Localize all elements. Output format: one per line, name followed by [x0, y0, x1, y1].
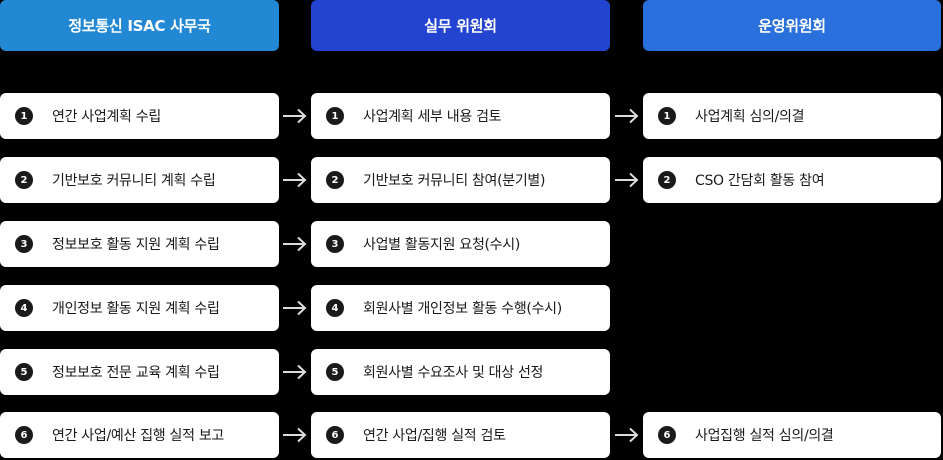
steering-step-6: 6 사업집행 실적 심의/의결 [643, 412, 941, 458]
step-label: 기반보호 커뮤니티 참여(분기별) [363, 173, 546, 189]
isac-step-6: 6 연간 사업/예산 집행 실적 보고 [0, 412, 279, 458]
step-label: 사업별 활동지원 요청(수시) [363, 237, 521, 253]
header-isac-office: 정보통신 ISAC 사무국 [0, 0, 279, 51]
step-label: 사업계획 세부 내용 검토 [363, 109, 502, 125]
working-step-2: 2 기반보호 커뮤니티 참여(분기별) [311, 157, 610, 203]
step-number-badge: 3 [15, 235, 33, 253]
step-number-badge: 1 [658, 107, 676, 125]
arrow-right-icon [283, 236, 307, 252]
working-step-1: 1 사업계획 세부 내용 검토 [311, 93, 610, 139]
header-steering-committee-title: 운영위원회 [758, 17, 826, 35]
working-step-3: 3 사업별 활동지원 요청(수시) [311, 221, 610, 267]
arrow-right-icon [615, 108, 639, 124]
working-step-5: 5 회원사별 수요조사 및 대상 선정 [311, 349, 610, 395]
arrow-right-icon [283, 427, 307, 443]
step-number-badge: 6 [326, 426, 344, 444]
step-label: 개인정보 활동 지원 계획 수립 [52, 301, 220, 317]
arrow-right-icon [283, 364, 307, 380]
step-label: 사업계획 심의/의결 [695, 109, 805, 125]
step-number-badge: 1 [326, 107, 344, 125]
header-isac-office-title: 정보통신 ISAC 사무국 [68, 17, 211, 35]
steering-step-2: 2 CSO 간담회 활동 참여 [643, 157, 941, 203]
working-step-6: 6 연간 사업/집행 실적 검토 [311, 412, 610, 458]
step-label: 사업집행 실적 심의/의결 [695, 428, 834, 444]
step-label: 연간 사업계획 수립 [52, 109, 161, 125]
isac-step-1: 1 연간 사업계획 수립 [0, 93, 279, 139]
header-working-committee: 실무 위원회 [311, 0, 610, 51]
step-number-badge: 2 [15, 171, 33, 189]
step-label: 회원사별 수요조사 및 대상 선정 [363, 365, 544, 381]
arrow-right-icon [615, 427, 639, 443]
step-number-badge: 5 [326, 363, 344, 381]
step-label: 연간 사업/예산 집행 실적 보고 [52, 428, 224, 444]
step-label: CSO 간담회 활동 참여 [695, 173, 825, 189]
arrow-right-icon [283, 172, 307, 188]
arrow-right-icon [283, 108, 307, 124]
arrow-right-icon [615, 172, 639, 188]
isac-step-5: 5 정보보호 전문 교육 계획 수립 [0, 349, 279, 395]
working-step-4: 4 회원사별 개인정보 활동 수행(수시) [311, 285, 610, 331]
step-number-badge: 2 [326, 171, 344, 189]
step-number-badge: 4 [326, 299, 344, 317]
step-number-badge: 3 [326, 235, 344, 253]
isac-step-2: 2 기반보호 커뮤니티 계획 수립 [0, 157, 279, 203]
step-label: 회원사별 개인정보 활동 수행(수시) [363, 301, 562, 317]
step-number-badge: 5 [15, 363, 33, 381]
step-label: 연간 사업/집행 실적 검토 [363, 428, 506, 444]
arrow-right-icon [283, 300, 307, 316]
step-number-badge: 1 [15, 107, 33, 125]
header-steering-committee: 운영위원회 [643, 0, 941, 51]
step-label: 기반보호 커뮤니티 계획 수립 [52, 173, 216, 189]
step-number-badge: 6 [15, 426, 33, 444]
step-number-badge: 2 [658, 171, 676, 189]
isac-step-4: 4 개인정보 활동 지원 계획 수립 [0, 285, 279, 331]
header-working-committee-title: 실무 위원회 [424, 17, 497, 35]
step-label: 정보보호 활동 지원 계획 수립 [52, 237, 220, 253]
steering-step-1: 1 사업계획 심의/의결 [643, 93, 941, 139]
step-number-badge: 4 [15, 299, 33, 317]
isac-step-3: 3 정보보호 활동 지원 계획 수립 [0, 221, 279, 267]
step-label: 정보보호 전문 교육 계획 수립 [52, 365, 220, 381]
step-number-badge: 6 [658, 426, 676, 444]
